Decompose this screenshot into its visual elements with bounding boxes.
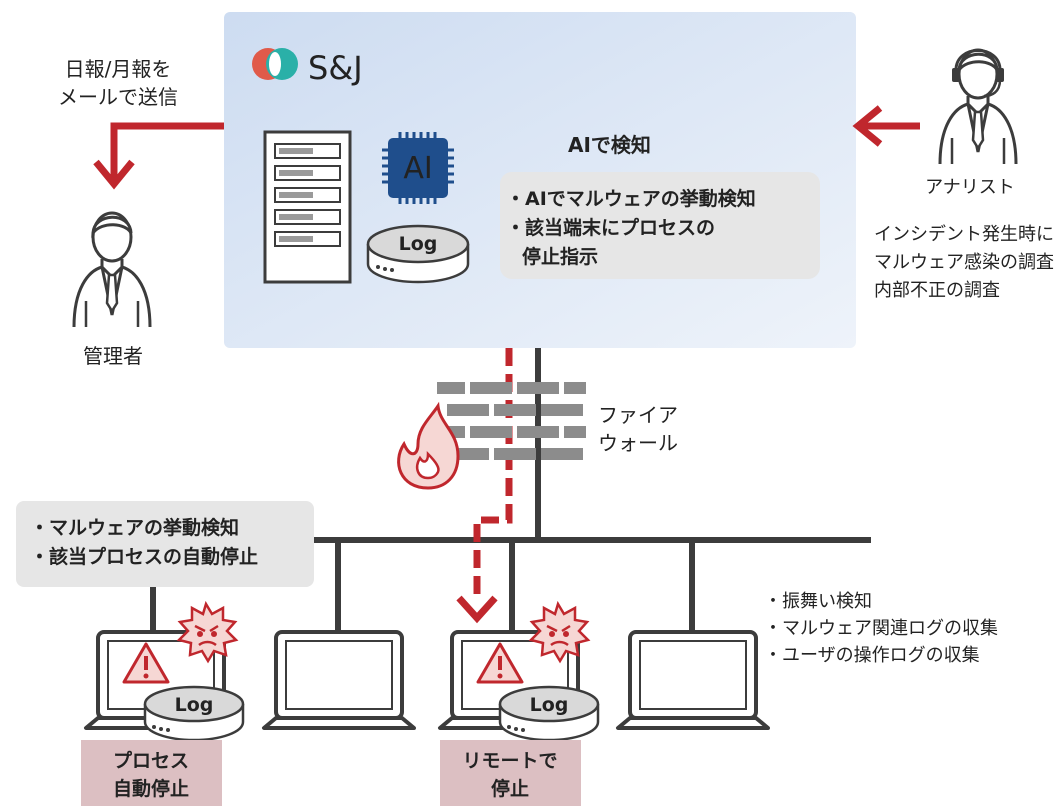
- remote-stop-line-1: リモートで: [462, 750, 557, 772]
- pc-1-log-label: Log: [175, 694, 214, 716]
- analyst-arrowhead: [852, 105, 883, 147]
- endpoint-info-box: [16, 501, 314, 587]
- analyst-person-icon: [938, 48, 1018, 166]
- remote-stop-line-2: 停止: [491, 777, 529, 800]
- sj-logo-icon: [252, 48, 298, 80]
- analyst-desc-1: インシデント発生時に: [874, 224, 1054, 245]
- firewall-label-1: ファイア: [598, 403, 678, 427]
- pc-2: [262, 630, 416, 730]
- pc-3-log-label: Log: [530, 694, 569, 716]
- feature-line-2: ・マルウェア関連ログの収集: [764, 618, 998, 639]
- firewall-icon: [437, 382, 586, 460]
- report-arrowhead: [93, 159, 135, 190]
- auto-stop-box: [81, 740, 222, 806]
- malware-virus-icon: [528, 600, 591, 664]
- remote-stop-box: [440, 740, 581, 806]
- warning-icon: [476, 642, 524, 684]
- analyst-label: アナリスト: [925, 177, 1015, 198]
- ai-chip-icon: [382, 132, 454, 204]
- feature-line-3: ・ユーザの操作ログの収集: [764, 645, 980, 666]
- ai-info-line-3: 停止指示: [522, 245, 598, 268]
- report-arrow: [110, 122, 224, 180]
- auto-stop-line-2: 自動停止: [113, 777, 189, 800]
- manager-label: 管理者: [83, 344, 143, 368]
- ai-info-line-2: ・該当端末にプロセスの: [506, 216, 715, 239]
- server-icon: [263, 130, 352, 284]
- report-line-1: 日報/月報を: [65, 57, 172, 81]
- pc-1-log-icon: [143, 685, 245, 742]
- endpoint-info-line-2: ・該当プロセスの自動停止: [30, 545, 258, 568]
- ai-chip-label: AI: [403, 151, 432, 186]
- manager-person-icon: [72, 211, 152, 329]
- log-storage-icon: [366, 224, 470, 284]
- analyst-desc-2: マルウェア感染の調査: [874, 252, 1054, 273]
- ai-info-box: [500, 172, 820, 279]
- ai-detect-label: AIで検知: [568, 133, 651, 157]
- analyst-desc-3: 内部不正の調査: [874, 280, 1000, 301]
- ai-info-line-1: ・AIでマルウェアの挙動検知: [506, 187, 756, 210]
- report-line-2: メールで送信: [58, 85, 178, 109]
- brand-name: S&J: [308, 49, 363, 87]
- remote-stop-arrowhead: [456, 595, 498, 624]
- auto-stop-line-1: プロセス: [113, 749, 189, 772]
- cloud-log-label: Log: [399, 233, 438, 255]
- pc-3-log-icon: [498, 685, 600, 742]
- firewall-label-2: ウォール: [598, 431, 678, 455]
- warning-icon: [122, 642, 170, 684]
- feature-line-1: ・振舞い検知: [764, 591, 872, 612]
- fire-icon: [397, 401, 460, 490]
- pc-4: [616, 630, 770, 730]
- malware-virus-icon: [176, 600, 239, 664]
- endpoint-info-line-1: ・マルウェアの挙動検知: [30, 516, 239, 539]
